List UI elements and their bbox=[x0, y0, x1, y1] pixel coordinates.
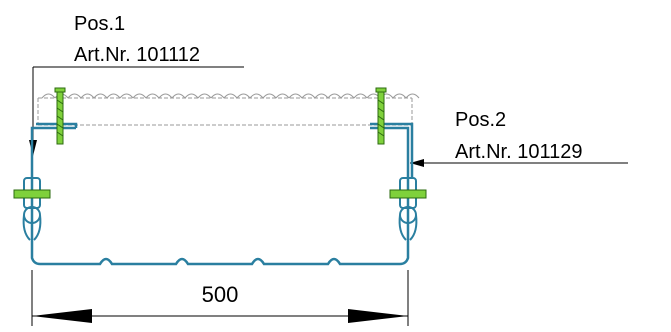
plank-corrugation bbox=[197, 93, 212, 99]
deck-plank bbox=[37, 93, 420, 126]
plank-corrugation bbox=[353, 93, 368, 99]
right-screw-icon bbox=[375, 87, 387, 145]
left-screw-icon bbox=[54, 87, 66, 145]
left-clamp-icon bbox=[13, 177, 51, 241]
pos2-arrow-icon bbox=[410, 159, 424, 167]
plank-corrugation bbox=[314, 93, 329, 99]
dimension-arrow-right-icon bbox=[348, 309, 408, 323]
plank-corrugation bbox=[405, 93, 420, 99]
plank-corrugation bbox=[275, 93, 290, 99]
right-clamp-icon bbox=[389, 177, 427, 241]
pos1-article: Art.Nr. 101112 bbox=[74, 44, 200, 66]
plank-corrugation bbox=[327, 93, 342, 99]
plank-corrugation bbox=[184, 93, 199, 99]
plank-corrugation bbox=[41, 93, 56, 99]
plank-corrugation bbox=[171, 93, 186, 99]
bottom-pan bbox=[30, 232, 410, 266]
plank-corrugation bbox=[119, 93, 134, 99]
plank-corrugation bbox=[93, 93, 108, 99]
plank-corrugation bbox=[262, 93, 277, 99]
plank-corrugation bbox=[301, 93, 316, 99]
plank-corrugation bbox=[210, 93, 225, 99]
plank-corrugation bbox=[392, 93, 407, 99]
plank-corrugation bbox=[80, 93, 95, 99]
pos1-label: Pos.1 bbox=[74, 13, 125, 35]
plank-corrugation bbox=[106, 93, 121, 99]
plank-corrugation bbox=[249, 93, 264, 99]
plank-corrugation bbox=[67, 93, 82, 99]
plank-corrugation bbox=[145, 93, 160, 99]
plank-corrugation bbox=[236, 93, 251, 99]
plank-corrugation bbox=[158, 93, 173, 99]
plank-corrugation bbox=[340, 93, 355, 99]
dimension-arrow-left-icon bbox=[32, 309, 92, 323]
plank-corrugation bbox=[288, 93, 303, 99]
pos2-label: Pos.2 bbox=[455, 109, 506, 131]
dimension-label: 500 bbox=[202, 282, 239, 307]
plank-corrugation bbox=[132, 93, 147, 99]
pos2-article: Art.Nr. 101129 bbox=[455, 141, 582, 163]
plank-corrugation bbox=[223, 93, 238, 99]
